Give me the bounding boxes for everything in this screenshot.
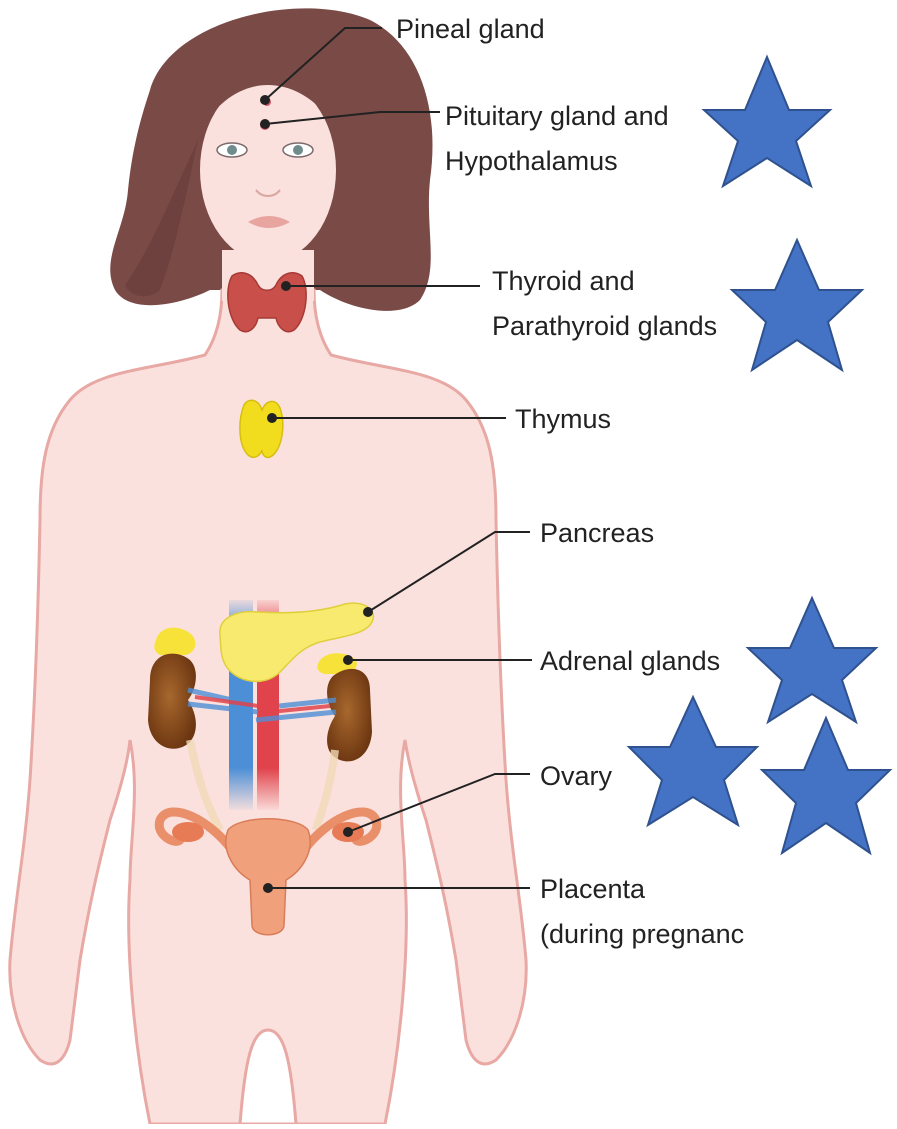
star-icon [762,718,890,853]
label-thyroid-2: Parathyroid glands [492,311,717,341]
label-thymus: Thymus [515,404,611,434]
star-icon [748,598,876,722]
star-icon [704,57,830,186]
kidney-left [148,654,196,749]
label-pituitary-2: Hypothalamus [445,146,618,176]
label-pituitary-1: Pituitary gland and [445,101,669,131]
label-adrenal: Adrenal glands [540,646,720,676]
ovary-left [172,822,204,842]
label-pancreas: Pancreas [540,518,654,548]
label-thyroid-1: Thyroid and [492,266,635,296]
thymus-gland [240,400,283,457]
star-icon [732,240,862,370]
star-icon [629,697,757,825]
stars [629,57,890,853]
label-ovary: Ovary [540,761,613,791]
label-placenta-2: (during pregnanc [540,919,744,949]
label-placenta-1: Placenta [540,874,646,904]
label-pineal: Pineal gland [396,14,545,44]
